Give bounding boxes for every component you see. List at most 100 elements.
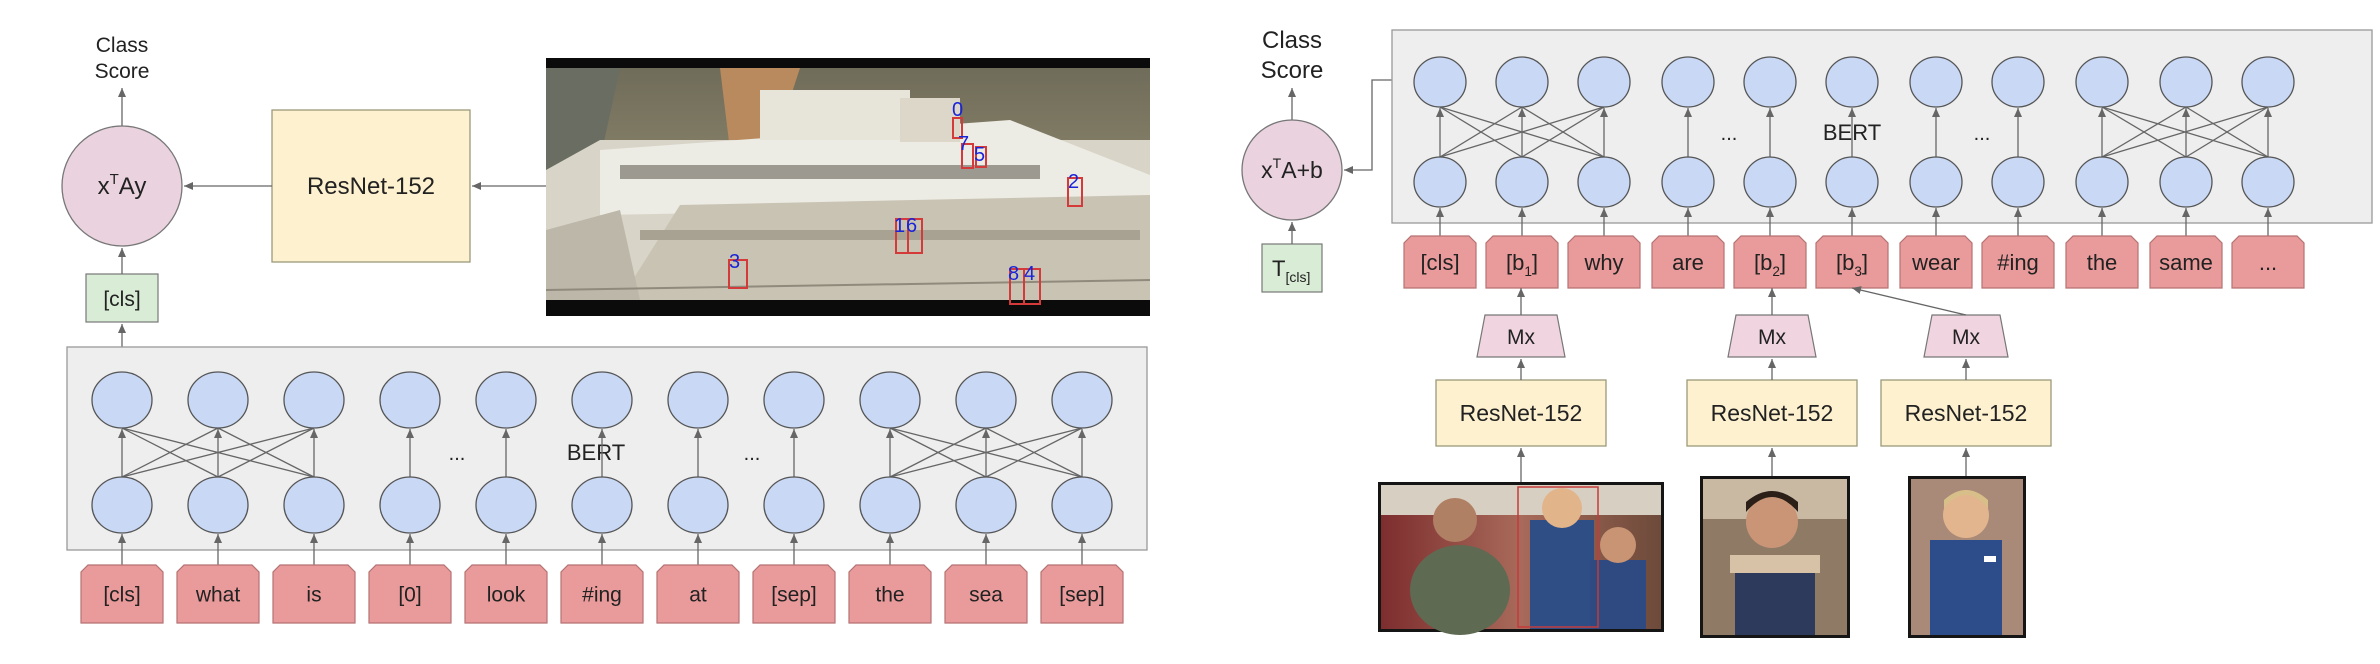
left-token: #ing: [560, 564, 644, 624]
right-bert-node-bottom: [1577, 156, 1631, 208]
left-token: [cls]: [80, 564, 164, 624]
right-bert-connections: [1436, 106, 2272, 236]
svg-text:7: 7: [958, 133, 969, 155]
titanic-image: [545, 58, 1151, 316]
left-bert-label: BERT: [567, 440, 625, 465]
resnet-box-1: [1435, 379, 1607, 447]
right-bert-node-top: [1991, 56, 2045, 108]
left-token-label: the: [875, 584, 904, 607]
right-token-label: #ing: [1997, 250, 2039, 275]
left-token: look: [464, 564, 548, 624]
left-cls-label: [cls]: [103, 288, 140, 311]
left-bert-node-bottom: [187, 476, 249, 534]
right-bert-node-top: [1661, 56, 1715, 108]
left-token: at: [656, 564, 740, 624]
svg-text:1: 1: [894, 215, 905, 237]
left-bert-node-bottom: [571, 476, 633, 534]
left-bert-node-bottom: [955, 476, 1017, 534]
right-bert-nodes: [1413, 56, 2295, 208]
right-token-label: [b1]: [1506, 250, 1538, 279]
right-bert-node-bottom: [2241, 156, 2295, 208]
right-token: wear: [1899, 235, 1973, 289]
left-bert-cross-edge: [217, 427, 315, 478]
mx-box-1: [1476, 314, 1566, 358]
right-token: same: [2149, 235, 2223, 289]
left-score-formula: xTAy: [98, 171, 147, 200]
right-token: are: [1651, 235, 1725, 289]
left-bert-cross-edge: [985, 427, 1083, 478]
left-token: what: [176, 564, 260, 624]
left-score-circle: [61, 125, 183, 247]
right-bert-node-top: [2075, 56, 2129, 108]
left-bert-node-top: [91, 371, 153, 429]
mx-box-3: [1923, 314, 2009, 358]
mx-label-2: Mx: [1758, 326, 1786, 349]
right-score-formula: xTA+b: [1261, 155, 1323, 183]
right-bert-node-bottom: [2075, 156, 2129, 208]
right-vision-branches: Mx ResNet-152 Mx ResNet-152 Mx ResNet-15…: [1435, 286, 2052, 482]
left-bert-node-top: [283, 371, 345, 429]
mx-box-2: [1727, 314, 1817, 358]
left-token-label: [0]: [398, 584, 421, 607]
left-resnet-box: [271, 109, 471, 263]
left-class-score-label-line2: Score: [95, 60, 150, 83]
right-token-label: are: [1672, 250, 1704, 275]
mx-label-3: Mx: [1952, 326, 1980, 349]
right-bert-node-top: [1743, 56, 1797, 108]
left-bert-node-top: [1051, 371, 1113, 429]
left-token: sea: [944, 564, 1028, 624]
right-token: the: [2065, 235, 2139, 289]
left-token: [sep]: [752, 564, 836, 624]
resnet-box-3: [1880, 379, 2052, 447]
left-token: the: [848, 564, 932, 624]
store-photo-b3: [1908, 476, 2026, 638]
right-bert-node-top: [1577, 56, 1631, 108]
left-bert-node-top: [475, 371, 537, 429]
right-bert-node-bottom: [1495, 156, 1549, 208]
left-class-score-label-line1: Class: [96, 34, 149, 57]
left-token-label: [sep]: [1059, 584, 1105, 607]
right-bert-node-bottom: [1991, 156, 2045, 208]
left-resnet-label: ResNet-152: [307, 173, 435, 200]
right-token-label: [b3]: [1836, 250, 1868, 279]
left-token-label: is: [306, 584, 321, 607]
left-ellipsis-1: ...: [449, 443, 466, 465]
left-bert-node-bottom: [283, 476, 345, 534]
store-photo-wide: [1378, 482, 1664, 635]
svg-text:8: 8: [1008, 263, 1019, 285]
left-bert-node-bottom: [667, 476, 729, 534]
right-token: [b3]: [1815, 235, 1889, 289]
right-class-score-label-line2: Score: [1261, 57, 1324, 84]
right-token-label: the: [2087, 250, 2118, 275]
left-token-label: at: [689, 584, 707, 607]
svg-text:6: 6: [906, 215, 917, 237]
svg-text:4: 4: [1024, 263, 1035, 285]
left-token-label: look: [487, 584, 526, 607]
right-bert-cross-edge: [1521, 106, 1605, 158]
right-bert-node-bottom: [1909, 156, 1963, 208]
right-token-label: ...: [2259, 250, 2277, 275]
left-bert-node-bottom: [1051, 476, 1113, 534]
right-tcls-box: [1261, 243, 1323, 293]
svg-text:5: 5: [974, 144, 985, 166]
right-token-label: same: [2159, 250, 2213, 275]
svg-text:0: 0: [952, 99, 963, 121]
left-bert-node-top: [763, 371, 825, 429]
left-bert-node-bottom: [91, 476, 153, 534]
right-token: [cls]: [1403, 235, 1477, 289]
right-token: why: [1567, 235, 1641, 289]
right-bert-node-top: [2159, 56, 2213, 108]
left-bert-cross-edge: [121, 427, 219, 478]
right-score-circle: [1241, 119, 1343, 221]
left-token-label: [cls]: [103, 584, 140, 607]
left-bert-node-top: [859, 371, 921, 429]
right-ellipsis-1: ...: [1721, 123, 1738, 145]
left-bert-node-top: [571, 371, 633, 429]
resnet-box-2: [1686, 379, 1858, 447]
left-bert-node-bottom: [475, 476, 537, 534]
left-token-label: #ing: [582, 584, 622, 607]
svg-text:2: 2: [1068, 171, 1079, 193]
right-bert-node-top: [1825, 56, 1879, 108]
left-bert-node-bottom: [379, 476, 441, 534]
